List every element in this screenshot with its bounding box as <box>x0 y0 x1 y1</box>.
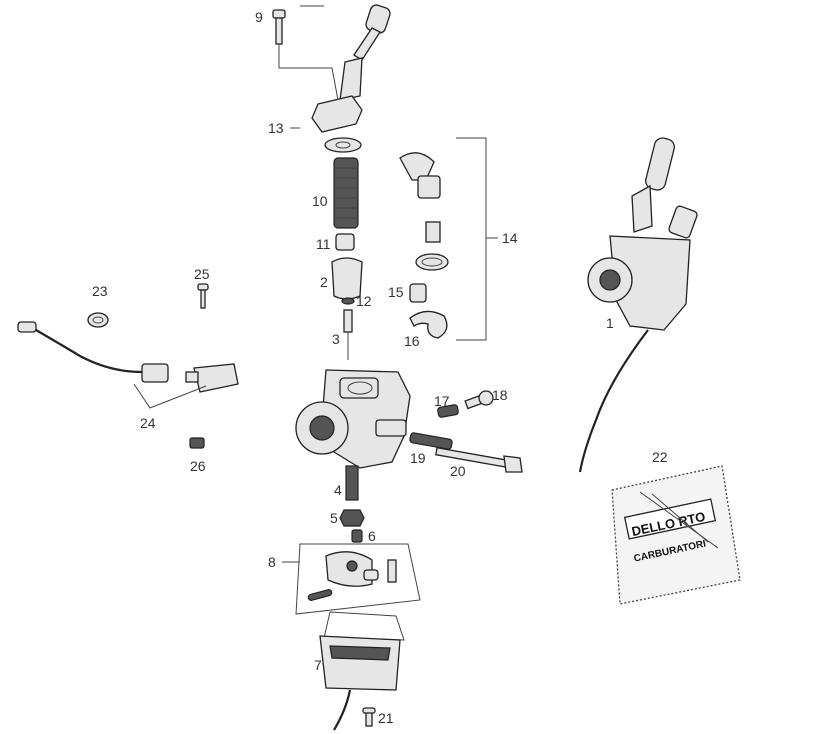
label-part-21: 21 <box>378 710 394 726</box>
choke-lever-assembly <box>311 4 391 153</box>
complete-carburetor-1 <box>578 137 698 473</box>
screw-18 <box>464 390 494 410</box>
label-part-1: 1 <box>606 315 614 331</box>
spring-10 <box>333 157 359 229</box>
clip-26 <box>189 437 205 449</box>
choke-spring-16 <box>409 310 448 339</box>
label-part-25: 25 <box>194 266 210 282</box>
retainer-11 <box>335 233 355 251</box>
screw-21 <box>362 707 376 727</box>
throttle-slide-2 <box>331 257 363 300</box>
label-part-20: 20 <box>450 463 466 479</box>
nut-15 <box>409 283 427 303</box>
float-kit-8 <box>282 543 421 615</box>
label-part-19: 19 <box>410 450 426 466</box>
label-part-22: 22 <box>652 449 668 465</box>
jet-4 <box>345 465 359 501</box>
label-part-4: 4 <box>334 482 342 498</box>
label-part-9: 9 <box>255 9 263 25</box>
label-part-7: 7 <box>314 657 322 673</box>
screw-25 <box>197 283 209 309</box>
wiring-24 <box>17 321 239 393</box>
jet-6 <box>351 529 363 543</box>
label-part-5: 5 <box>330 510 338 526</box>
clip-12 <box>341 297 355 305</box>
spring-19 <box>409 432 453 450</box>
float-bowl-7 <box>319 611 405 731</box>
label-part-11: 11 <box>316 236 331 252</box>
screw-9 <box>272 9 286 45</box>
label-part-6: 6 <box>368 528 376 544</box>
jet-5 <box>339 509 365 527</box>
choke-plunger-14 <box>399 152 449 271</box>
screw-20 <box>435 447 523 473</box>
label-part-24: 24 <box>140 415 156 431</box>
label-part-8: 8 <box>268 554 276 570</box>
label-part-3: 3 <box>332 331 340 347</box>
spring-17 <box>437 404 459 418</box>
label-part-16: 16 <box>404 333 420 349</box>
gasket-kit-22: DELLO RTO CARBURATORI <box>611 465 741 605</box>
needle-3 <box>343 309 353 360</box>
label-part-2: 2 <box>320 274 328 290</box>
label-part-10: 10 <box>312 193 328 209</box>
clamp-23 <box>87 312 109 328</box>
label-part-14: 14 <box>502 230 518 246</box>
carburetor-body <box>295 369 411 469</box>
label-part-26: 26 <box>190 458 206 474</box>
label-part-17: 17 <box>434 393 450 409</box>
label-part-15: 15 <box>388 284 404 300</box>
label-part-23: 23 <box>92 283 108 299</box>
label-part-18: 18 <box>492 387 508 403</box>
label-part-12: 12 <box>356 293 372 309</box>
label-part-13: 13 <box>268 120 284 136</box>
